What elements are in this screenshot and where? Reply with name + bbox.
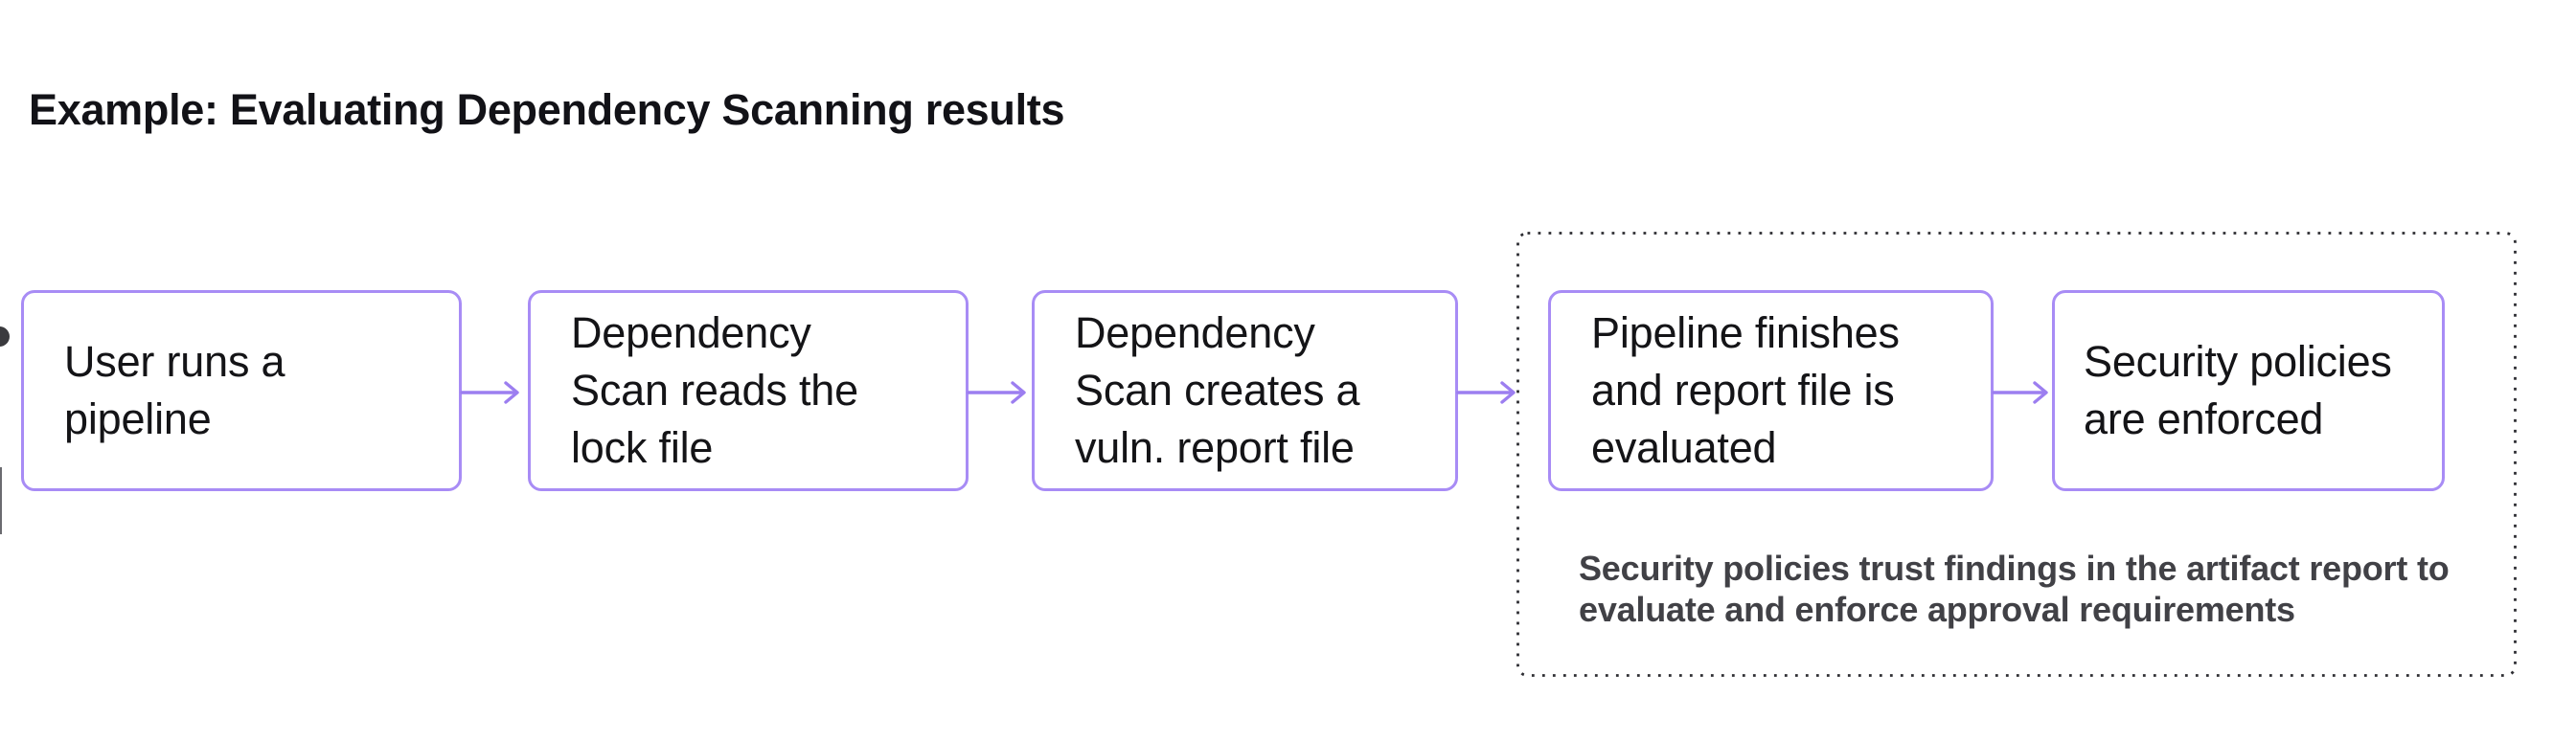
policy-group-outline <box>1516 232 2517 677</box>
flow-box-dep-scan-creates-report: Dependency Scan creates a vuln. report f… <box>1032 290 1458 491</box>
flow-arrow-4-icon <box>1992 381 2048 404</box>
flow-box-policies-enforced: Security policies are enforced <box>2052 290 2445 491</box>
page-title: Example: Evaluating Dependency Scanning … <box>29 85 1065 134</box>
flow-arrow-2-icon <box>967 381 1026 404</box>
policy-note: Security policies trust findings in the … <box>1579 549 2450 629</box>
flow-box-dep-scan-reads-lock-file: Dependency Scan reads the lock file <box>528 290 969 491</box>
flow-box-pipeline-finishes: Pipeline finishes and report file is eva… <box>1548 290 1994 491</box>
flow-box-user-runs-pipeline: User runs a pipeline <box>21 290 462 491</box>
flow-arrow-1-icon <box>460 381 519 404</box>
edge-clipped-sliver-artifact <box>0 467 2 534</box>
flow-arrow-3-icon <box>1456 381 1516 404</box>
edge-clipped-dot-artifact <box>0 326 10 347</box>
